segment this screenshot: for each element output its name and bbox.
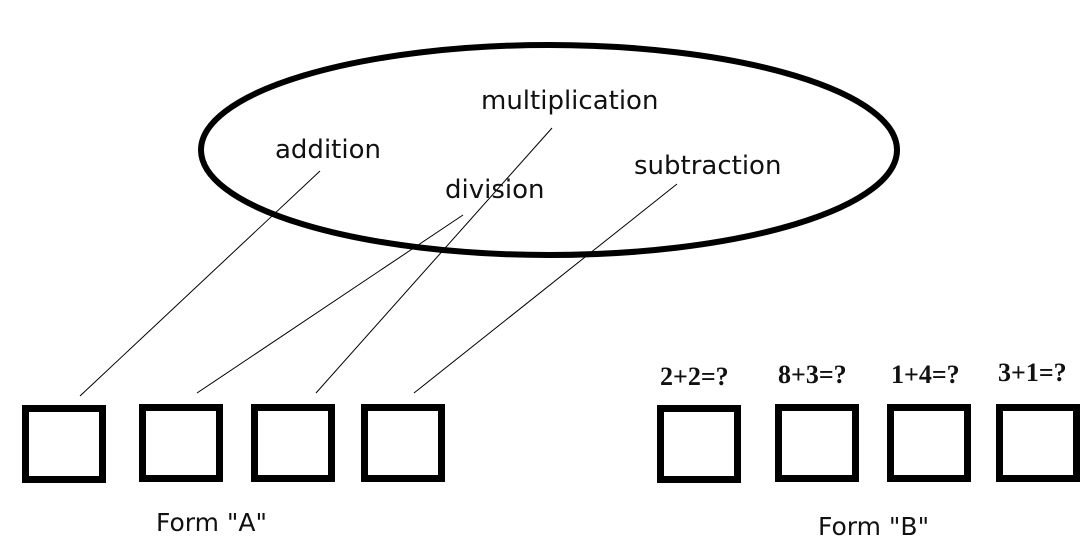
form-a-title: Form "A" [156, 508, 268, 537]
form-b-box-1[interactable] [657, 405, 741, 483]
form-a-box-4[interactable] [361, 404, 445, 482]
form-b-box-4[interactable] [996, 404, 1080, 482]
connector-multiplication [315, 127, 553, 394]
operation-division: division [445, 175, 545, 205]
connector-division [196, 214, 464, 394]
form-a-box-2[interactable] [139, 404, 223, 482]
form-b-box-3[interactable] [887, 404, 971, 482]
form-a-box-1[interactable] [22, 405, 106, 483]
form-b-box-2[interactable] [775, 404, 859, 482]
form-b-question-3: 1+4=? [891, 360, 960, 389]
form-b-question-4: 3+1=? [998, 358, 1067, 387]
form-b-question-1: 2+2=? [660, 362, 729, 391]
connector-addition [79, 170, 321, 397]
operation-subtraction: subtraction [634, 151, 782, 181]
connector-subtraction [413, 183, 678, 394]
form-b-title: Form "B" [818, 512, 930, 541]
operation-addition: addition [275, 135, 381, 165]
operation-multiplication: multiplication [481, 86, 659, 116]
form-b-question-2: 8+3=? [778, 360, 847, 389]
operations-ellipse [198, 42, 900, 258]
form-a-box-3[interactable] [251, 404, 335, 482]
